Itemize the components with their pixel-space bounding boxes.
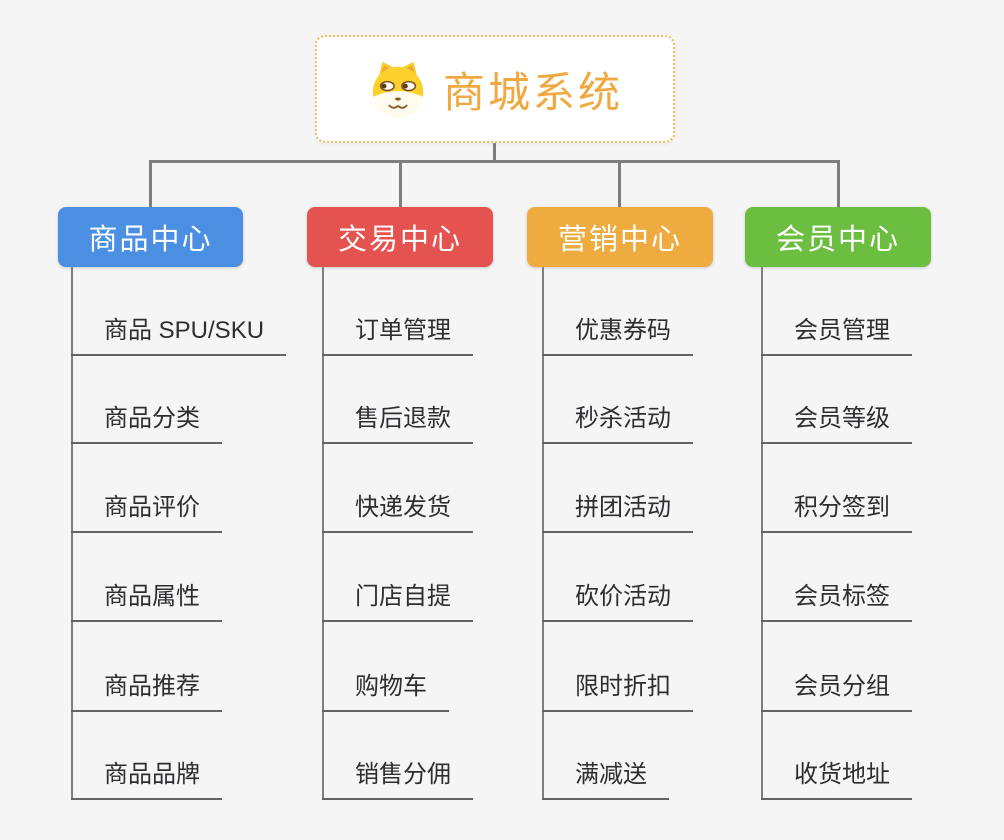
branch-label: 营销中心 (557, 224, 682, 256)
branch-label: 交易中心 (337, 224, 462, 256)
leaf-node-marketing-5[interactable]: 限时折扣 (542, 672, 693, 712)
leaf-node-members-6[interactable]: 收货地址 (761, 760, 912, 800)
connector-bus (149, 160, 840, 163)
leaf-node-products-5[interactable]: 商品推荐 (71, 672, 222, 712)
leaf-node-trade-3[interactable]: 快递发货 (322, 493, 473, 533)
dog-face-icon (367, 58, 429, 120)
leaf-node-trade-6[interactable]: 销售分佣 (322, 760, 473, 800)
leaf-node-members-3[interactable]: 积分签到 (761, 493, 912, 533)
leaf-node-marketing-2[interactable]: 秒杀活动 (542, 404, 693, 444)
branch-node-members[interactable]: 会员中心 (745, 207, 931, 267)
root-title: 商城系统 (442, 68, 623, 116)
leaf-node-members-2[interactable]: 会员等级 (761, 404, 912, 444)
leaf-node-products-2[interactable]: 商品分类 (71, 404, 222, 444)
leaf-node-marketing-6[interactable]: 满减送 (542, 760, 669, 800)
leaf-node-members-4[interactable]: 会员标签 (761, 582, 912, 622)
leaf-node-trade-1[interactable]: 订单管理 (322, 316, 473, 356)
leaf-node-marketing-1[interactable]: 优惠券码 (542, 316, 693, 356)
leaf-node-products-6[interactable]: 商品品牌 (71, 760, 222, 800)
leaf-node-trade-2[interactable]: 售后退款 (322, 404, 473, 444)
connector-drop-products (149, 163, 152, 207)
connector-spine-members (761, 267, 763, 800)
leaf-node-products-1[interactable]: 商品 SPU/SKU (71, 316, 287, 356)
connector-root-stub (493, 143, 496, 163)
connector-spine-products (71, 267, 73, 800)
connector-spine-trade (322, 267, 324, 800)
branch-label: 会员中心 (775, 224, 900, 256)
connector-drop-marketing (618, 163, 621, 207)
leaf-node-marketing-4[interactable]: 砍价活动 (542, 582, 693, 622)
connector-spine-marketing (542, 267, 544, 800)
branch-label: 商品中心 (88, 224, 213, 256)
connector-drop-trade (399, 163, 402, 207)
connector-drop-members (837, 163, 840, 207)
leaf-node-products-4[interactable]: 商品属性 (71, 582, 222, 622)
leaf-node-members-1[interactable]: 会员管理 (761, 316, 912, 356)
leaf-node-products-3[interactable]: 商品评价 (71, 493, 222, 533)
root-node[interactable]: 商城系统 (315, 35, 675, 143)
leaf-node-marketing-3[interactable]: 拼团活动 (542, 493, 693, 533)
leaf-node-members-5[interactable]: 会员分组 (761, 672, 912, 712)
branch-node-marketing[interactable]: 营销中心 (527, 207, 713, 267)
branch-node-products[interactable]: 商品中心 (58, 207, 243, 267)
leaf-node-trade-5[interactable]: 购物车 (322, 672, 449, 712)
branch-node-trade[interactable]: 交易中心 (307, 207, 493, 267)
leaf-node-trade-4[interactable]: 门店自提 (322, 582, 473, 622)
